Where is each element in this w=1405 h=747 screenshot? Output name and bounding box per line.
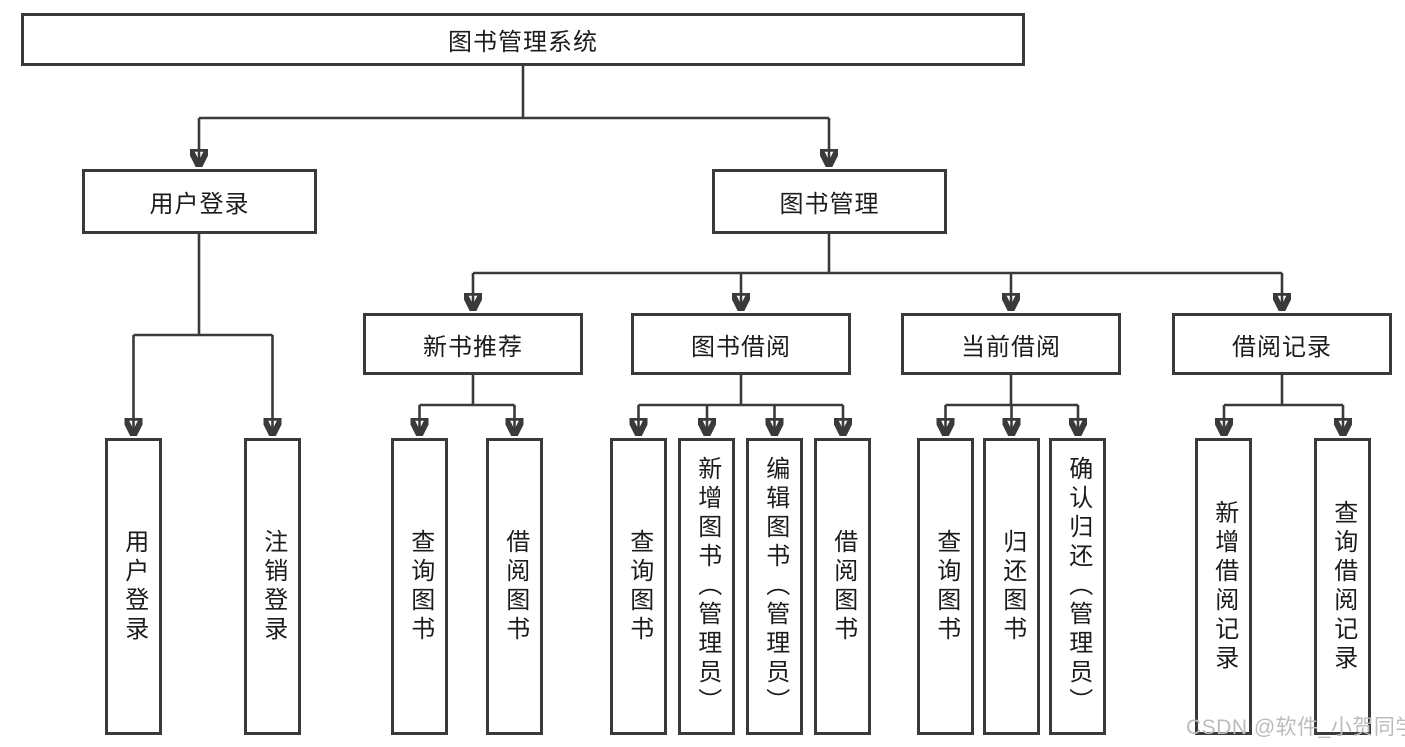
connector-book-borrowing-children (639, 375, 844, 436)
node-label: 用户登录 (149, 191, 250, 218)
node-library-management-system: 图书管理系统 (21, 13, 1025, 66)
leaf-user-login: 用户登录 (105, 438, 162, 735)
node-new-book-recommendation: 新书推荐 (363, 313, 583, 375)
node-label: 新增借阅记录 (1210, 499, 1238, 674)
node-label: 新书推荐 (423, 333, 523, 361)
node-label: 查询图书 (406, 528, 434, 645)
leaf-return-books: 归还图书 (983, 438, 1040, 735)
node-label: 注销登录 (259, 528, 287, 645)
leaf-query-borrow-record: 查询借阅记录 (1314, 438, 1371, 735)
node-label: 查询图书 (625, 528, 653, 645)
node-label: 借阅图书 (829, 528, 857, 645)
node-label: 查询图书 (932, 528, 960, 645)
connector-borrowing-records-children (1224, 375, 1343, 436)
node-label: 当前借阅 (961, 333, 1061, 361)
leaf-query-books-current: 查询图书 (917, 438, 974, 735)
node-label: 查询借阅记录 (1329, 499, 1357, 674)
node-label: 借阅记录 (1232, 333, 1332, 361)
node-user-login: 用户登录 (82, 169, 317, 234)
node-book-management: 图书管理 (712, 169, 947, 234)
leaf-confirm-return-admin: 确认归还（管理员） (1049, 438, 1106, 735)
node-label: 用户登录 (120, 528, 148, 645)
connector-root-to-level2 (199, 66, 829, 167)
node-label: 图书管理 (779, 191, 880, 218)
connector-book-management-children (473, 234, 1282, 311)
node-label: 新增图书（管理员） (693, 456, 721, 717)
node-label: 确认归还（管理员） (1064, 456, 1092, 717)
csdn-watermark: CSDN @软件_小贺同学 (1186, 716, 1405, 739)
connector-new-book-recommendation-children (420, 375, 515, 436)
leaf-borrow-books-recommend: 借阅图书 (486, 438, 543, 735)
node-label: 归还图书 (998, 528, 1026, 645)
leaf-add-books-admin: 新增图书（管理员） (678, 438, 735, 735)
node-label: 编辑图书（管理员） (761, 456, 789, 717)
node-borrowing-records: 借阅记录 (1172, 313, 1392, 375)
leaf-edit-books-admin: 编辑图书（管理员） (746, 438, 803, 735)
leaf-query-books-borrowing: 查询图书 (610, 438, 667, 735)
leaf-borrow-books: 借阅图书 (814, 438, 871, 735)
connector-current-borrowing-children (946, 375, 1079, 436)
node-label: 图书管理系统 (448, 29, 598, 56)
leaf-add-borrow-record: 新增借阅记录 (1195, 438, 1252, 735)
node-label: 图书借阅 (691, 333, 791, 361)
connector-user-login-children (134, 234, 273, 436)
node-current-borrowing: 当前借阅 (901, 313, 1121, 375)
leaf-logout: 注销登录 (244, 438, 301, 735)
node-book-borrowing: 图书借阅 (631, 313, 851, 375)
node-label: 借阅图书 (501, 528, 529, 645)
leaf-query-books-recommend: 查询图书 (391, 438, 448, 735)
